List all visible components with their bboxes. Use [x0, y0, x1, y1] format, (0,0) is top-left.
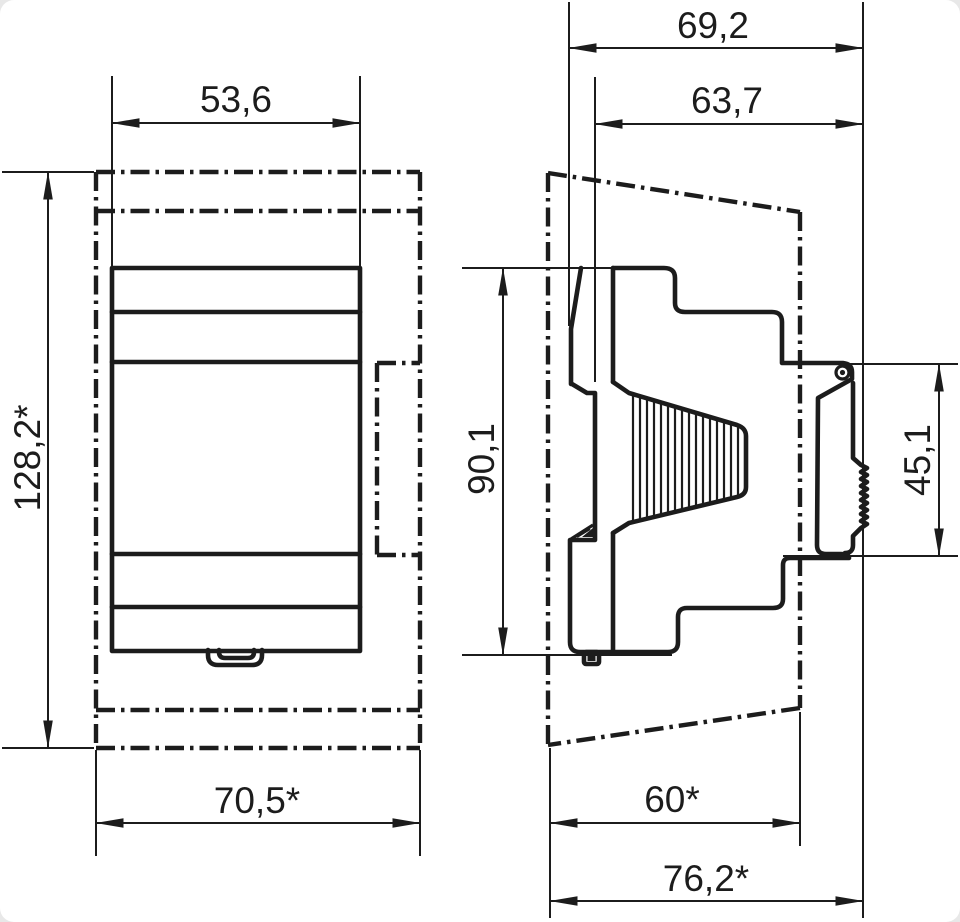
dim-front-width-bottom-label: 70,5* — [214, 780, 300, 821]
front-view-device — [109, 265, 363, 668]
din-rail-clip — [834, 364, 870, 556]
clip-pivot-ring — [834, 364, 851, 381]
dim-side-height-rail: 45,1 — [783, 363, 958, 557]
dim-side-depth-lower-clearance-label: 60* — [644, 779, 700, 820]
dim-front-width-bottom: 70,5* — [95, 750, 421, 856]
dim-side-height-body-label: 90,1 — [461, 423, 502, 495]
dim-side-depth-body-label: 63,7 — [691, 80, 763, 121]
side-view: 69,2 63,7 90,1 45,1 60* 76,2* — [461, 2, 958, 918]
release-clip-triangle — [570, 523, 594, 541]
envelope-bottom-slant — [547, 705, 801, 748]
dim-front-width-top: 53,6 — [111, 76, 361, 266]
side-rail-slider-tab — [581, 649, 602, 667]
terminal-wedge-outline — [610, 379, 749, 536]
dim-side-depth-body: 63,7 — [594, 77, 864, 382]
dim-side-height-rail-label: 45,1 — [897, 424, 938, 496]
clip-triangle-detail — [582, 528, 593, 537]
dim-side-depth-overall-label: 69,2 — [677, 5, 749, 46]
device-outline — [109, 265, 363, 654]
side-tab-inner — [587, 655, 596, 661]
clip-triangle-hatch — [576, 528, 591, 538]
dim-side-depth-lower-overall: 76,2* — [549, 858, 864, 906]
envelope-top-slant — [547, 170, 801, 215]
dim-side-depth-lower-clearance: 60* — [549, 712, 801, 918]
dim-side-depth-lower-overall-label: 76,2* — [663, 858, 749, 899]
clip-pivot-pin — [839, 369, 846, 376]
front-view: 53,6 128,2* 70,5* — [2, 76, 423, 856]
accessory-outline — [374, 360, 420, 558]
dim-front-height-label: 128,2* — [7, 405, 48, 512]
dim-front-height: 128,2* — [2, 171, 94, 749]
dim-side-depth-overall: 69,2 — [568, 2, 864, 918]
dim-front-width-top-label: 53,6 — [200, 79, 272, 120]
terminal-wedge — [610, 379, 749, 536]
front-view-envelope — [93, 169, 423, 751]
dim-side-height-body: 90,1 — [461, 267, 672, 656]
rail-slider-tab-inner — [216, 647, 257, 661]
front-device-body-fill — [112, 268, 360, 651]
clip-triangle-hypotenuse — [570, 523, 594, 541]
terminal-wedge-hatch — [631, 395, 740, 521]
din-clip-serrated-edge — [842, 380, 870, 556]
